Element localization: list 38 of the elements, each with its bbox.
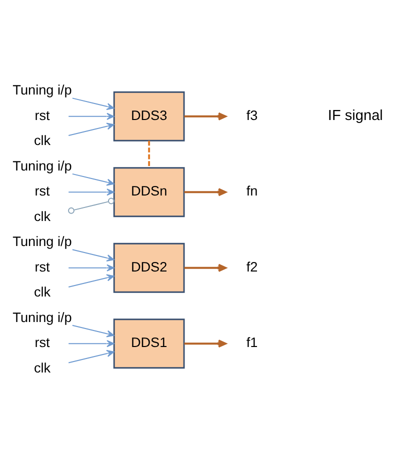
node-text: Tuning i/p: [12, 158, 72, 173]
node-text: clk: [34, 360, 51, 375]
node-box: DDS1: [113, 318, 185, 368]
node-text: clk: [34, 284, 51, 300]
node-text: rst: [34, 107, 50, 122]
arrow: [68, 274, 114, 287]
node-text: f1: [246, 334, 258, 350]
node-text: rst: [34, 334, 50, 350]
arrow: [68, 340, 114, 347]
connector: [148, 140, 150, 168]
connector: [68, 197, 114, 214]
arrow: [72, 97, 114, 110]
node-text: clk: [34, 132, 51, 148]
node-text: clk: [34, 208, 51, 224]
node-text: fn: [246, 183, 258, 198]
node-text: f3: [246, 107, 258, 122]
arrow: [184, 188, 226, 196]
node-box: DDS3: [113, 90, 185, 141]
arrow: [184, 112, 226, 120]
arrow: [68, 122, 114, 136]
arrow: [68, 112, 114, 120]
node-box: DDSn: [113, 166, 185, 217]
node-text: f2: [246, 258, 258, 274]
node-text: rst: [34, 258, 50, 274]
arrow: [72, 172, 114, 186]
node-box: DDS2: [113, 242, 185, 292]
arrow: [72, 248, 114, 261]
node-text: Tuning i/p: [12, 234, 72, 249]
node-text: rst: [34, 183, 50, 198]
arrow: [68, 264, 114, 271]
arrow: [72, 324, 114, 337]
arrow: [68, 188, 114, 196]
node-text: Tuning i/p: [12, 309, 72, 324]
label: IF signal: [328, 107, 383, 124]
arrow: [184, 263, 226, 272]
arrow: [184, 339, 226, 348]
arrow: [68, 350, 114, 363]
node-text: Tuning i/p: [12, 82, 72, 98]
